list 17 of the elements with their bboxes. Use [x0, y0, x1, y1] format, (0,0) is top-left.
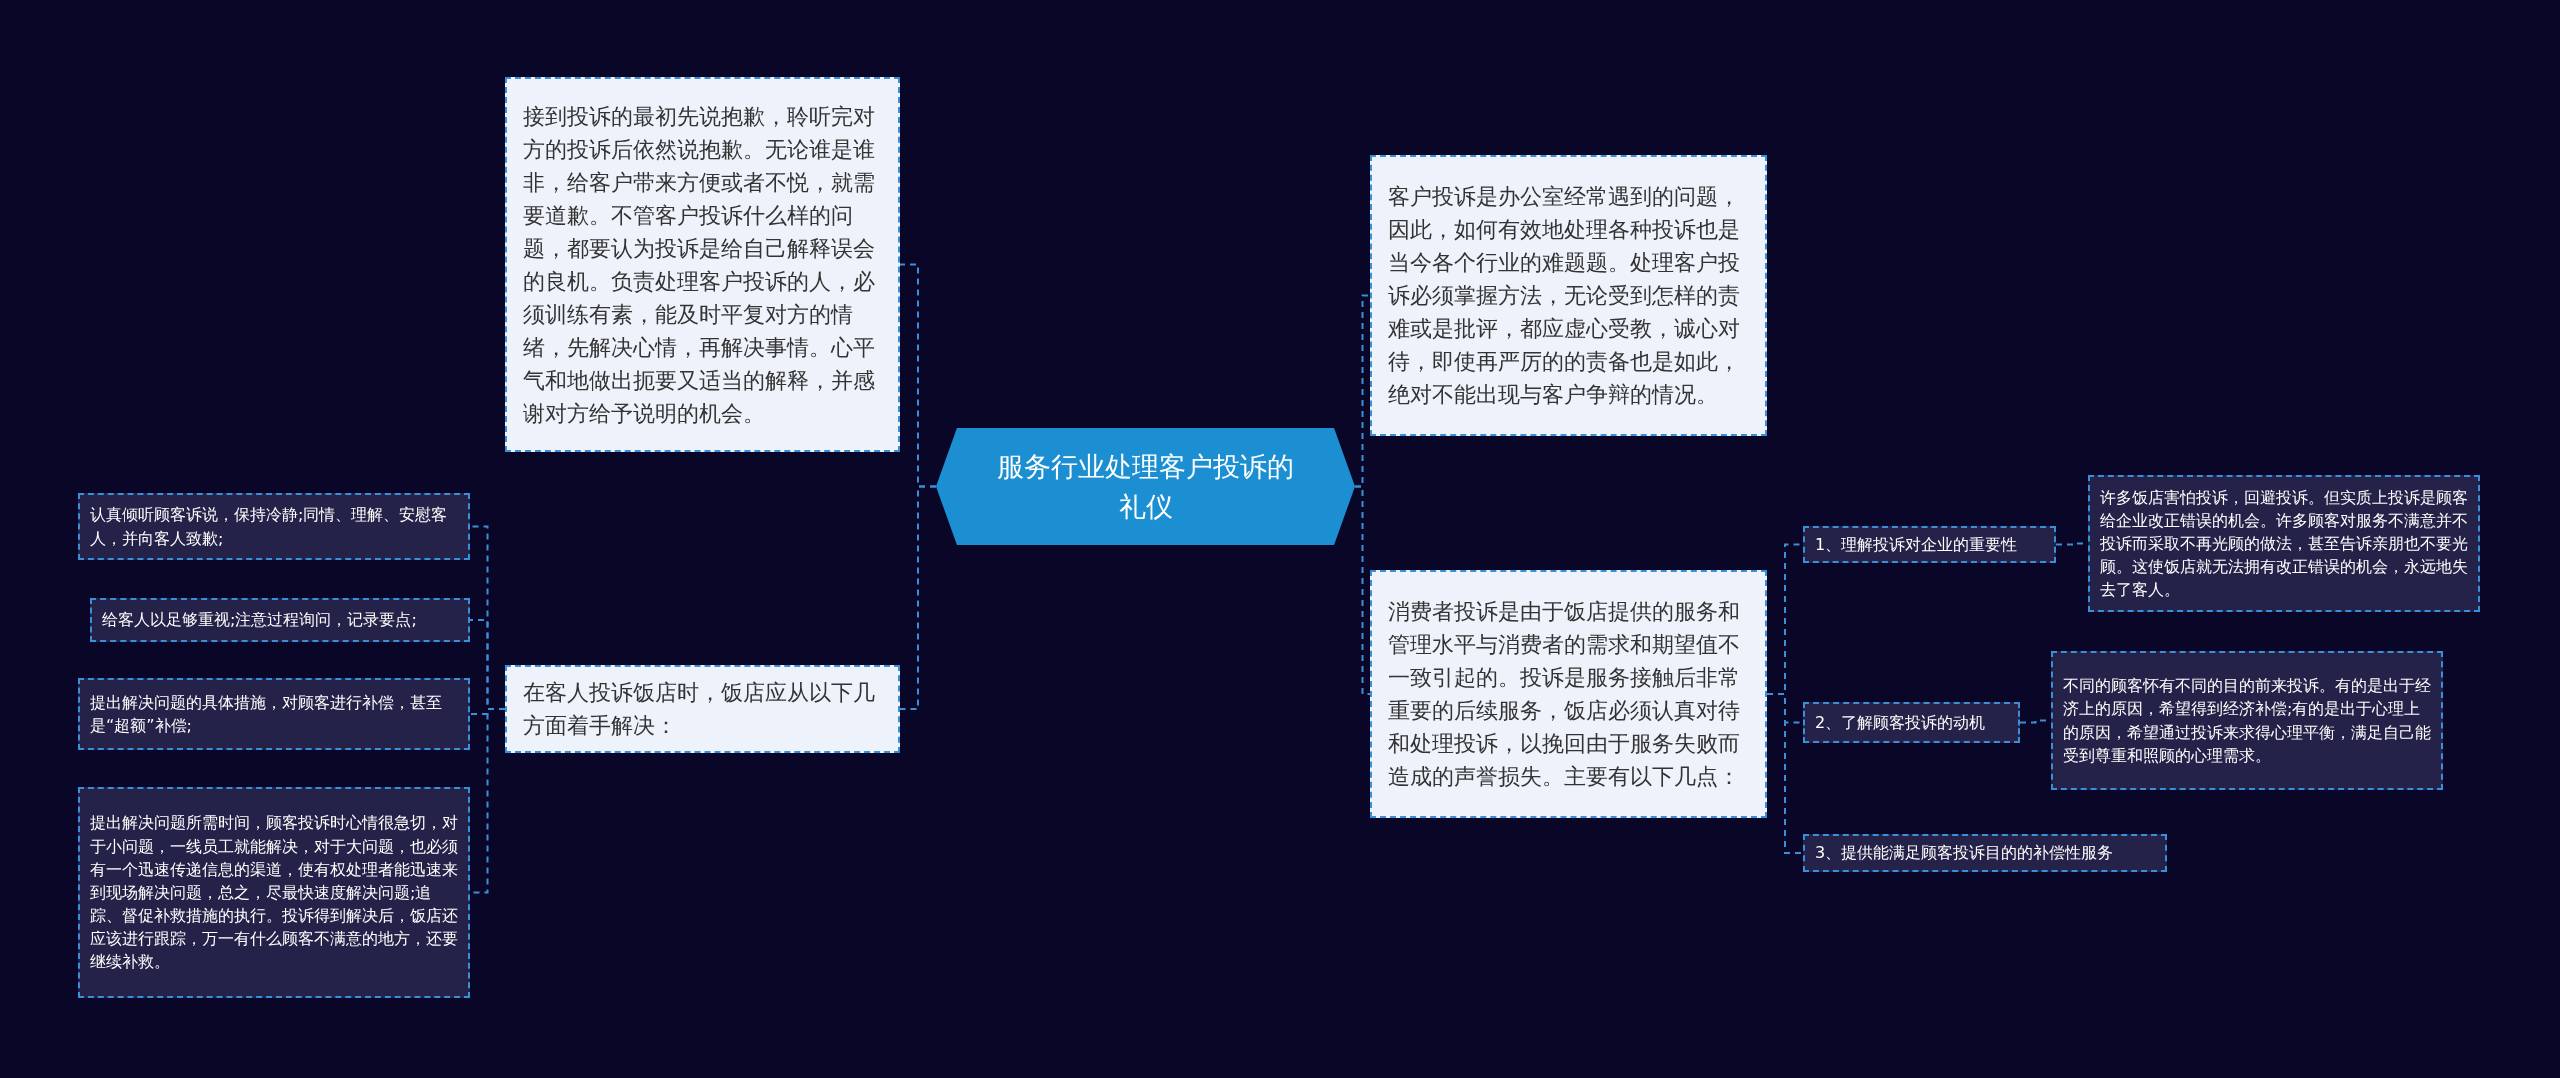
connector-line — [1354, 485, 1371, 695]
subtopic-box: 提出解决问题的具体措施，对顾客进行补偿，甚至是“超额”补偿; — [78, 678, 470, 750]
topic-box: 客户投诉是办公室经常遇到的问题，因此，如何有效地处理各种投诉也是当今各个行业的难题题。处理客户投诉必须掌握方法，无论受到怎样的责难或是批评，都应虚心受教，诚心对待，即使再严厉的的责备也是如此，绝对不能出现与客户争辩的情况。 — [1370, 155, 1767, 436]
topic-box: 接到投诉的最初先说抱歉，聆听完对方的投诉后依然说抱歉。无论谁是谁非，给客户带来方便或者不悦，就需要道歉。不管客户投诉什么样的问题，都要认为投诉是给自己解释误会的良机。负责处理客户投诉的人，必须训练有素，能及时平复对方的情绪，先解决心情，再解决事情。心平气和地做出扼要又适当的解释，并感谢对方给予说明的机会。 — [505, 77, 900, 452]
central-topic: 服务行业处理客户投诉的礼仪 — [936, 428, 1355, 545]
subtopic-box: 1、理解投诉对企业的重要性 — [1803, 526, 2056, 563]
topic-box: 在客人投诉饭店时，饭店应从以下几方面着手解决： — [505, 665, 900, 753]
topic-box: 消费者投诉是由于饭店提供的服务和管理水平与消费者的需求和期望值不一致引起的。投诉是服务接触后非常重要的后续服务，饭店必须认真对待和处理投诉，以挽回由于服务失败而造成的声誉损失。主要有以下几点： — [1370, 570, 1767, 818]
subtopic-box: 3、提供能满足顾客投诉目的的补偿性服务 — [1803, 834, 2167, 872]
subtopic-box: 许多饭店害怕投诉，回避投诉。但实质上投诉是顾客给企业改正错误的机会。许多顾客对服务不满意并不投诉而采取不再光顾的做法，甚至告诉亲朋也不要光顾。这使饭店就无法拥有改正错误的机会，永远地失去了客人。 — [2088, 475, 2480, 612]
subtopic-box: 给客人以足够重视;注意过程询问，记录要点; — [90, 598, 470, 642]
subtopic-box: 提出解决问题所需时间，顾客投诉时心情很急切，对于小问题，一线员工就能解决，对于大问题，也必须有一个迅速传递信息的渠道，使有权处理者能迅速来到现场解决问题，总之，尽最快速度解决问题;追踪、督促补救措施的执行。投诉得到解决后，饭店还应该进行跟踪，万一有什么顾客不满意的地方，还要继续补救。 — [78, 787, 470, 998]
connector-line — [1766, 693, 1804, 854]
subtopic-box: 认真倾听顾客诉说，保持冷静;同情、理解、安慰客人，并向客人致歉; — [78, 493, 470, 560]
connector-line — [899, 485, 937, 710]
subtopic-box: 不同的顾客怀有不同的目的前来投诉。有的是出于经济上的原因，希望得到经济补偿;有的是出于心理上的原因，希望通过投诉来求得心理平衡，满足自己能受到尊重和照顾的心理需求。 — [2051, 651, 2443, 790]
subtopic-box: 2、了解顾客投诉的动机 — [1803, 702, 2020, 743]
